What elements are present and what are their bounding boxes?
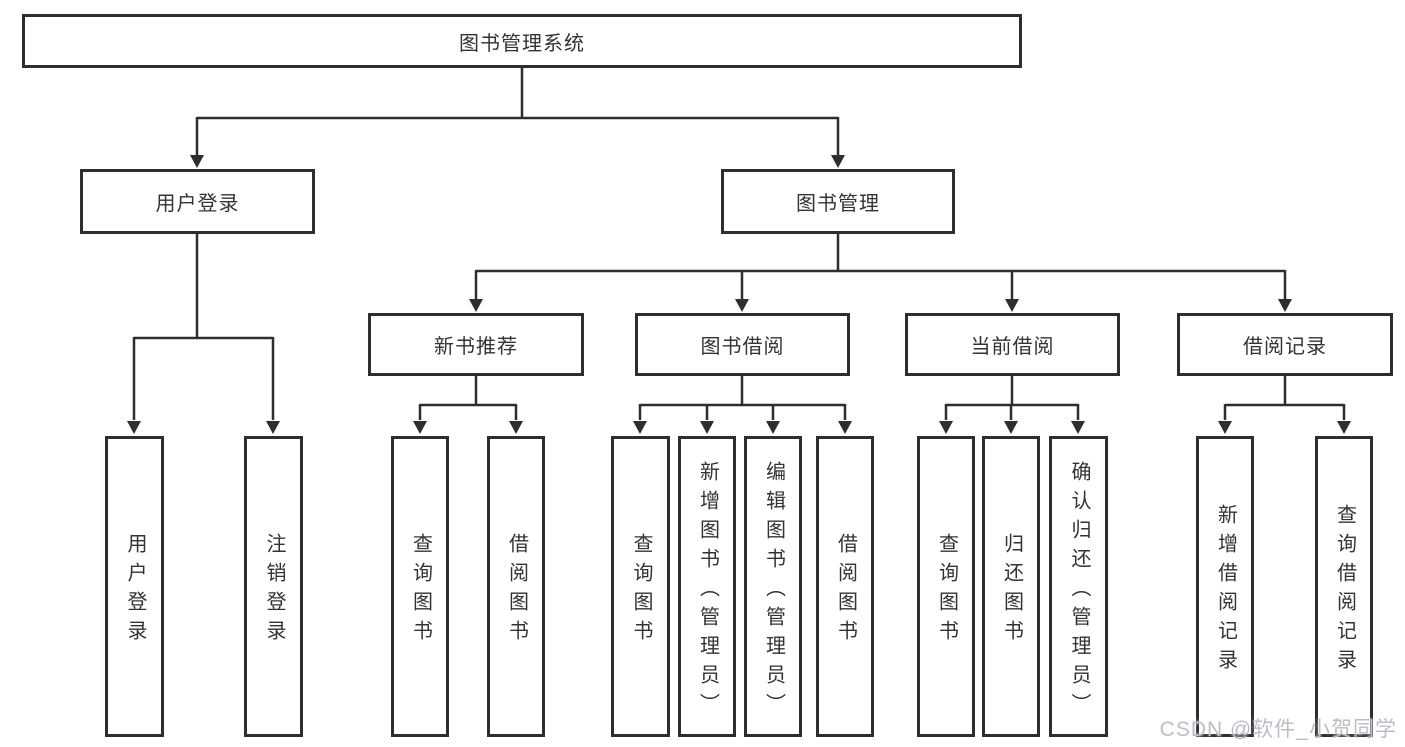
node-new-book-recommend: 新书推荐 xyxy=(368,313,584,376)
node-user-login-label: 用户登录 xyxy=(155,193,240,215)
leaf-edit-books-admin-label: 编辑图书（管理员） xyxy=(762,460,785,722)
leaf-edit-books-admin: 编辑图书（管理员） xyxy=(744,436,802,737)
node-borrowing-records-label: 借阅记录 xyxy=(1243,336,1327,358)
leaf-return-books-label: 归还图书 xyxy=(1000,533,1023,649)
node-borrowing-records: 借阅记录 xyxy=(1177,313,1393,376)
edge-book-borrowing-to-leaves xyxy=(638,376,847,420)
leaf-logout-login-label: 注销登录 xyxy=(263,533,285,649)
node-new-book-recommend-label: 新书推荐 xyxy=(434,336,518,358)
edge-borrowing-records-to-leaves xyxy=(1223,376,1346,420)
leaf-query-books-current-label: 查询图书 xyxy=(935,533,958,649)
edge-root-to-level2 xyxy=(195,68,840,156)
node-library-system: 图书管理系统 xyxy=(22,14,1022,68)
leaf-query-books-current: 查询图书 xyxy=(917,436,975,737)
leaf-add-borrow-record-label: 新增借阅记录 xyxy=(1214,504,1237,678)
csdn-watermark: CSDN @软件_小贺同学 xyxy=(1159,718,1397,741)
leaf-borrow-books-borrowing-label: 借阅图书 xyxy=(834,533,857,649)
node-current-borrowing: 当前借阅 xyxy=(905,313,1120,376)
leaf-query-books-borrowing: 查询图书 xyxy=(611,436,670,737)
node-current-borrowing-label: 当前借阅 xyxy=(970,336,1055,358)
leaf-borrow-books-borrowing: 借阅图书 xyxy=(816,436,874,737)
node-book-borrowing-label: 图书借阅 xyxy=(700,336,785,358)
leaf-logout-login: 注销登录 xyxy=(244,436,303,737)
leaf-confirm-return-admin: 确认归还（管理员） xyxy=(1049,436,1108,737)
leaf-add-borrow-record: 新增借阅记录 xyxy=(1196,436,1254,737)
leaf-user-login-label: 用户登录 xyxy=(124,533,146,649)
leaf-query-books-borrowing-label: 查询图书 xyxy=(630,533,652,649)
node-book-borrowing: 图书借阅 xyxy=(635,313,850,376)
leaf-query-borrow-record-label: 查询借阅记录 xyxy=(1333,504,1356,678)
leaf-query-books-recommend-label: 查询图书 xyxy=(409,533,432,649)
edge-user-login-to-leaves xyxy=(132,234,275,420)
leaf-query-borrow-record: 查询借阅记录 xyxy=(1315,436,1373,737)
leaf-borrow-books-recommend: 借阅图书 xyxy=(487,436,545,737)
edge-current-borrowing-to-leaves xyxy=(944,376,1080,420)
leaf-query-books-recommend: 查询图书 xyxy=(391,436,449,737)
leaf-borrow-books-recommend-label: 借阅图书 xyxy=(505,533,528,649)
edge-book-management-to-level3 xyxy=(474,234,1287,299)
leaf-user-login: 用户登录 xyxy=(105,436,164,737)
edge-new-book-recommend-to-leaves xyxy=(418,376,518,420)
node-user-login: 用户登录 xyxy=(80,169,315,234)
leaf-return-books: 归还图书 xyxy=(982,436,1040,737)
node-library-system-label: 图书管理系统 xyxy=(459,32,585,55)
leaf-confirm-return-admin-label: 确认归还（管理员） xyxy=(1068,460,1090,722)
leaf-add-books-admin-label: 新增图书（管理员） xyxy=(696,460,719,722)
leaf-add-books-admin: 新增图书（管理员） xyxy=(678,436,736,737)
node-book-management: 图书管理 xyxy=(721,169,955,234)
node-book-management-label: 图书管理 xyxy=(796,193,880,215)
